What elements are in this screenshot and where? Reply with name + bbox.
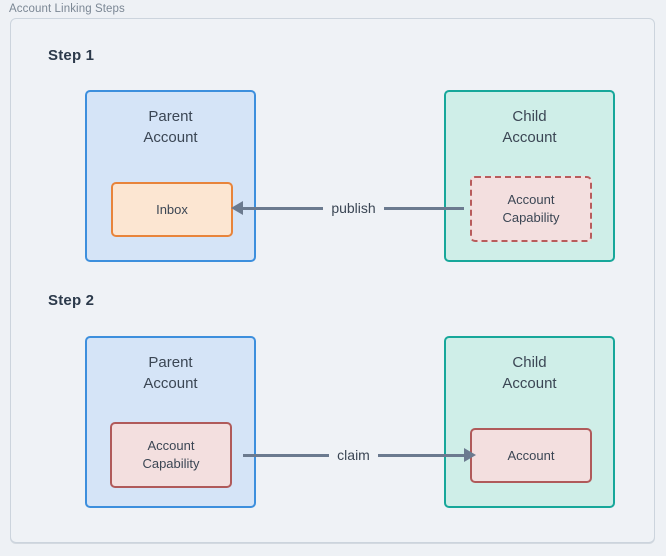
publish-connector: publish (231, 193, 476, 223)
diagram-title: Account Linking Steps (9, 3, 125, 15)
claim-connector: claim (231, 440, 477, 470)
child-account-title-step2: Child Account (502, 354, 557, 393)
arrow-head-left-icon (231, 201, 243, 215)
parent-account-box-step1[interactable]: Parent Account Inbox (85, 90, 256, 262)
arrow-head-right-icon (464, 448, 477, 462)
account-capability-box-step1[interactable]: Account Capability (470, 176, 592, 242)
connector-line-left (243, 453, 330, 457)
connector-line-right (383, 206, 464, 210)
account-capability-box-step2[interactable]: Account Capability (110, 422, 232, 488)
child-account-box-step1[interactable]: Child Account Account Capability (444, 90, 615, 262)
step-1-heading: Step 1 (48, 47, 95, 64)
publish-label: publish (331, 200, 376, 216)
inbox-box-step1[interactable]: Inbox (111, 182, 233, 237)
child-account-box-step2[interactable]: Child Account Account (444, 336, 615, 508)
connector-line-right (377, 453, 465, 457)
parent-account-title-step1: Parent Account (143, 108, 198, 147)
claim-label: claim (337, 447, 370, 463)
child-account-title-step1: Child Account (502, 108, 557, 147)
step-2-heading: Step 2 (48, 292, 95, 309)
parent-account-box-step2[interactable]: Parent Account Account Capability (85, 336, 256, 508)
parent-account-title-step2: Parent Account (143, 354, 198, 393)
connector-line-left (243, 206, 324, 210)
account-box-step2[interactable]: Account (470, 428, 592, 483)
